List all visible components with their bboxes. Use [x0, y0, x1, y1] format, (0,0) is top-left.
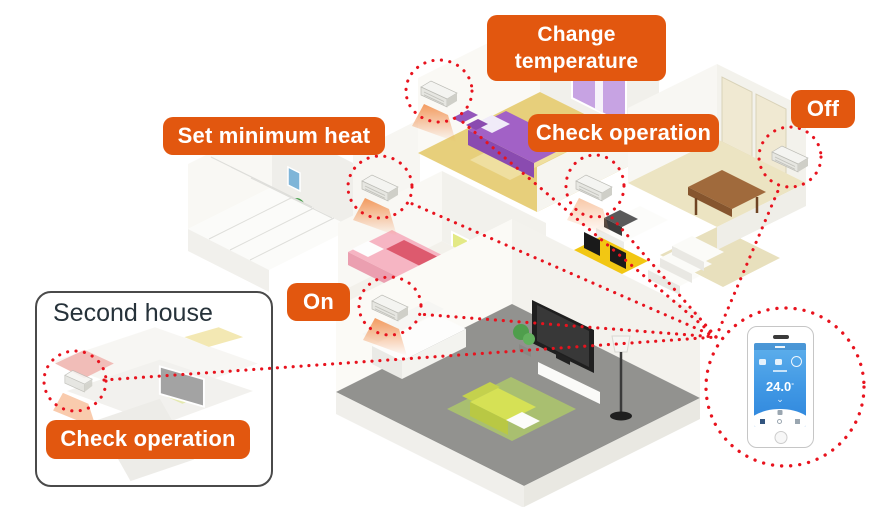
phone-temperature: 24.0°	[765, 379, 795, 394]
callout-on: On	[287, 283, 350, 321]
settings-tab-icon	[795, 419, 800, 424]
phone-speaker-icon	[772, 335, 789, 339]
phone-control-icons	[754, 356, 806, 367]
bathroom	[188, 122, 353, 292]
phone-app-header	[754, 343, 806, 350]
wall-picture-icon	[287, 165, 301, 193]
callout-change-temperature: Change temperature	[487, 15, 666, 81]
status-tab-icon	[777, 419, 783, 424]
ac-unit-check-operation-icon	[575, 174, 613, 202]
grid-icon	[777, 410, 783, 415]
phone-divider	[773, 370, 787, 372]
callout-off: Off	[791, 90, 855, 128]
phone-home-button	[774, 431, 787, 444]
power-icon	[790, 356, 802, 367]
mode-icon	[774, 358, 782, 365]
callout-second-house-check-operation: Check operation	[46, 420, 250, 459]
fan-icon	[758, 358, 766, 365]
smartphone: 24.0° ⌄	[747, 326, 814, 448]
phone-screen: 24.0° ⌄	[754, 343, 806, 427]
callout-check-operation: Check operation	[528, 114, 719, 152]
coffee-table-icon	[506, 412, 540, 429]
callout-set-minimum-heat: Set minimum heat	[163, 117, 385, 155]
home-tab-icon	[760, 419, 765, 424]
green-sofa-icon	[462, 382, 536, 435]
chevron-down-icon: ⌄	[776, 394, 784, 404]
phone-dock-icons	[754, 419, 806, 424]
inset-title: Second house	[53, 299, 213, 327]
